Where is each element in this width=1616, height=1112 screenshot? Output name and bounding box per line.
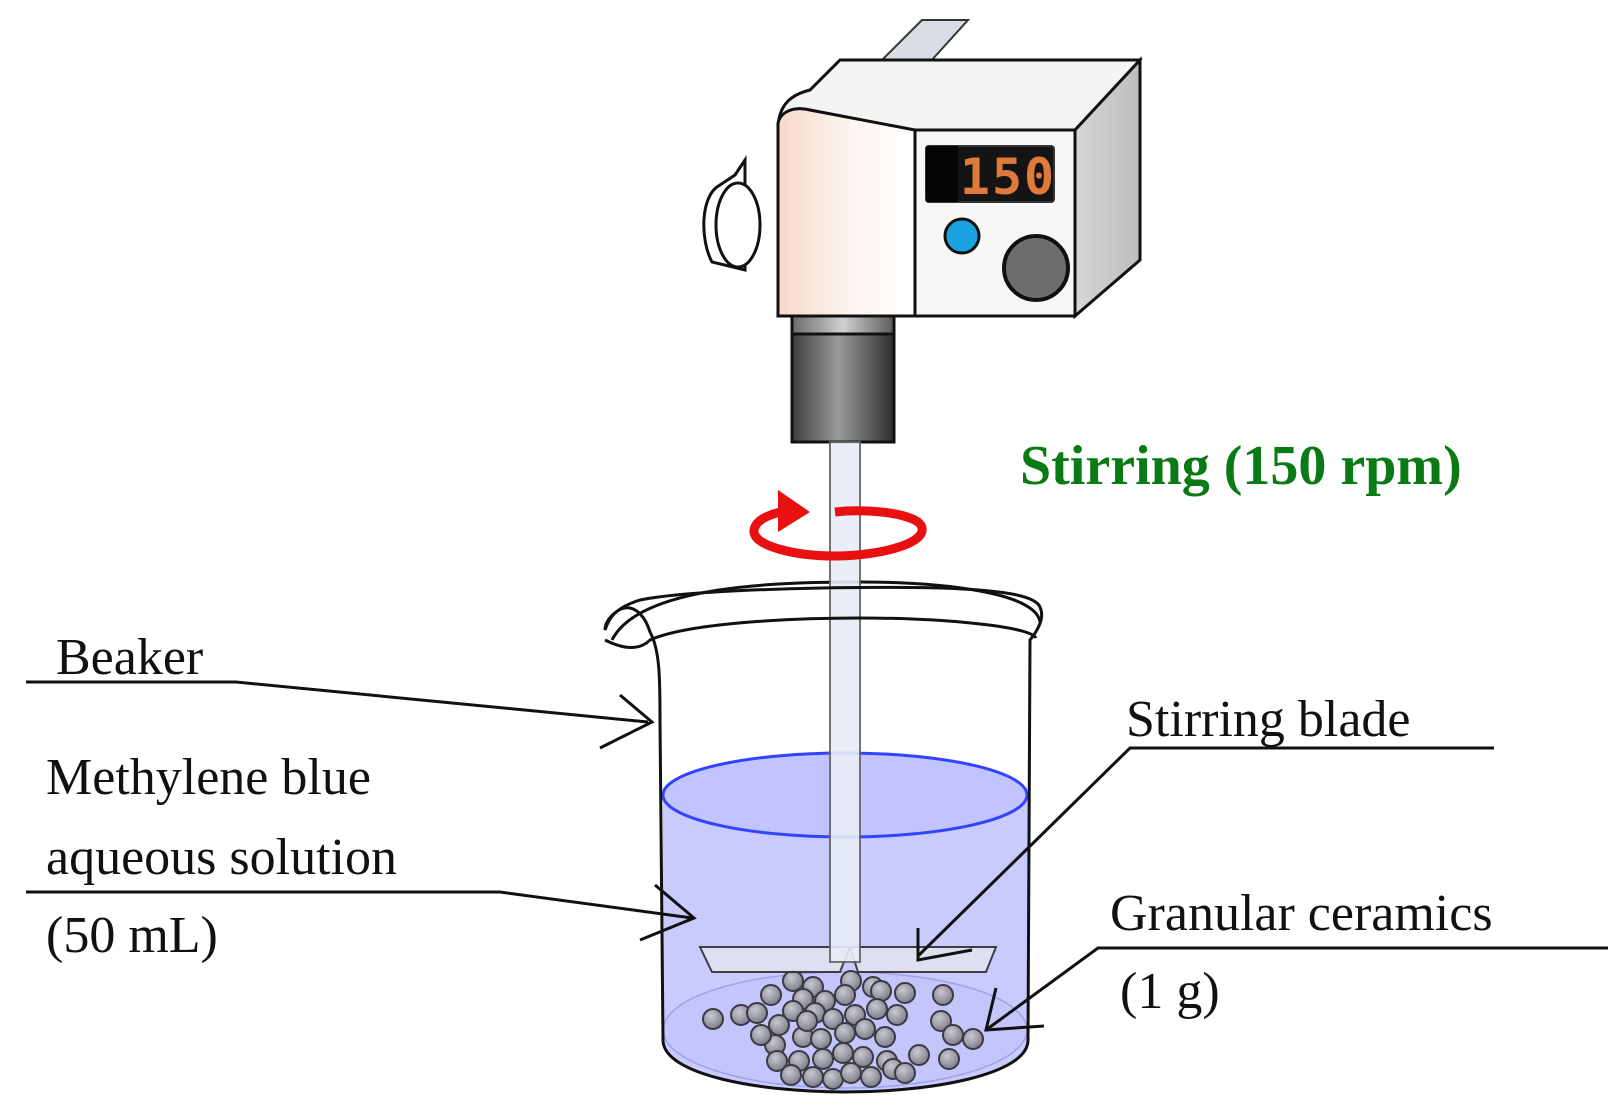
display-digits: 150 — [960, 148, 1056, 206]
solution-amount-label: (50 mL) — [46, 907, 218, 964]
leader-lines — [26, 680, 1608, 1032]
blade-label: Stirring blade — [1126, 691, 1411, 748]
ceramic-pellet — [834, 984, 856, 1006]
support-rod — [877, 19, 971, 63]
ceramic-pellet — [908, 1044, 930, 1066]
granular-ceramics — [702, 970, 984, 1090]
ceramic-pellet — [760, 984, 782, 1006]
ceramic-pellet — [702, 1008, 724, 1030]
stirring-shaft — [829, 441, 861, 963]
clamp-cylinder — [702, 155, 762, 272]
ceramic-pellet — [810, 1028, 832, 1050]
ceramic-pellet — [782, 970, 804, 992]
ceramic-pellet — [886, 1004, 908, 1026]
ceramic-pellet — [834, 1022, 856, 1044]
start-button — [943, 217, 981, 255]
ceramic-pellet — [874, 1026, 896, 1048]
solution-label-line1: Methylene blue — [46, 749, 371, 806]
ceramic-pellet — [938, 1048, 960, 1070]
ceramics-amount-label: (1 g) — [1120, 963, 1220, 1020]
ceramic-pellet — [840, 1062, 862, 1084]
ceramic-pellet — [860, 1066, 882, 1088]
ceramic-pellet — [822, 1068, 844, 1090]
speed-knob — [1002, 234, 1070, 302]
ceramic-pellet — [832, 1042, 854, 1064]
ceramics-label: Granular ceramics — [1110, 885, 1493, 942]
ceramic-pellet — [870, 980, 892, 1002]
stirrer-chuck — [790, 314, 896, 444]
ceramic-pellet — [780, 1064, 802, 1086]
rotation-arrow-icon — [749, 490, 927, 561]
ceramic-pellet — [962, 1028, 984, 1050]
ceramic-pellet — [746, 1002, 768, 1024]
ceramic-pellet — [766, 1050, 788, 1072]
beaker-label: Beaker — [56, 629, 204, 686]
ceramic-pellet — [942, 1024, 964, 1046]
ceramic-pellet — [894, 982, 916, 1004]
ceramic-pellet — [930, 1010, 952, 1032]
solution-label-line2: aqueous solution — [46, 829, 397, 886]
ceramic-pellet — [852, 1046, 874, 1068]
ceramic-pellet — [796, 1010, 818, 1032]
stirrer-motor — [776, 56, 1143, 320]
beaker — [603, 585, 1044, 1094]
ceramic-pellet — [750, 1024, 772, 1046]
ceramic-pellet — [812, 1048, 834, 1070]
ceramic-pellet — [854, 1018, 876, 1040]
ceramic-pellet — [866, 998, 888, 1020]
ceramic-pellet — [822, 1008, 844, 1030]
ceramic-pellet — [932, 984, 954, 1006]
ceramic-pellet — [802, 1066, 824, 1088]
process-label: Stirring (150 rpm) — [1020, 435, 1462, 497]
ceramic-pellet — [894, 1062, 916, 1084]
